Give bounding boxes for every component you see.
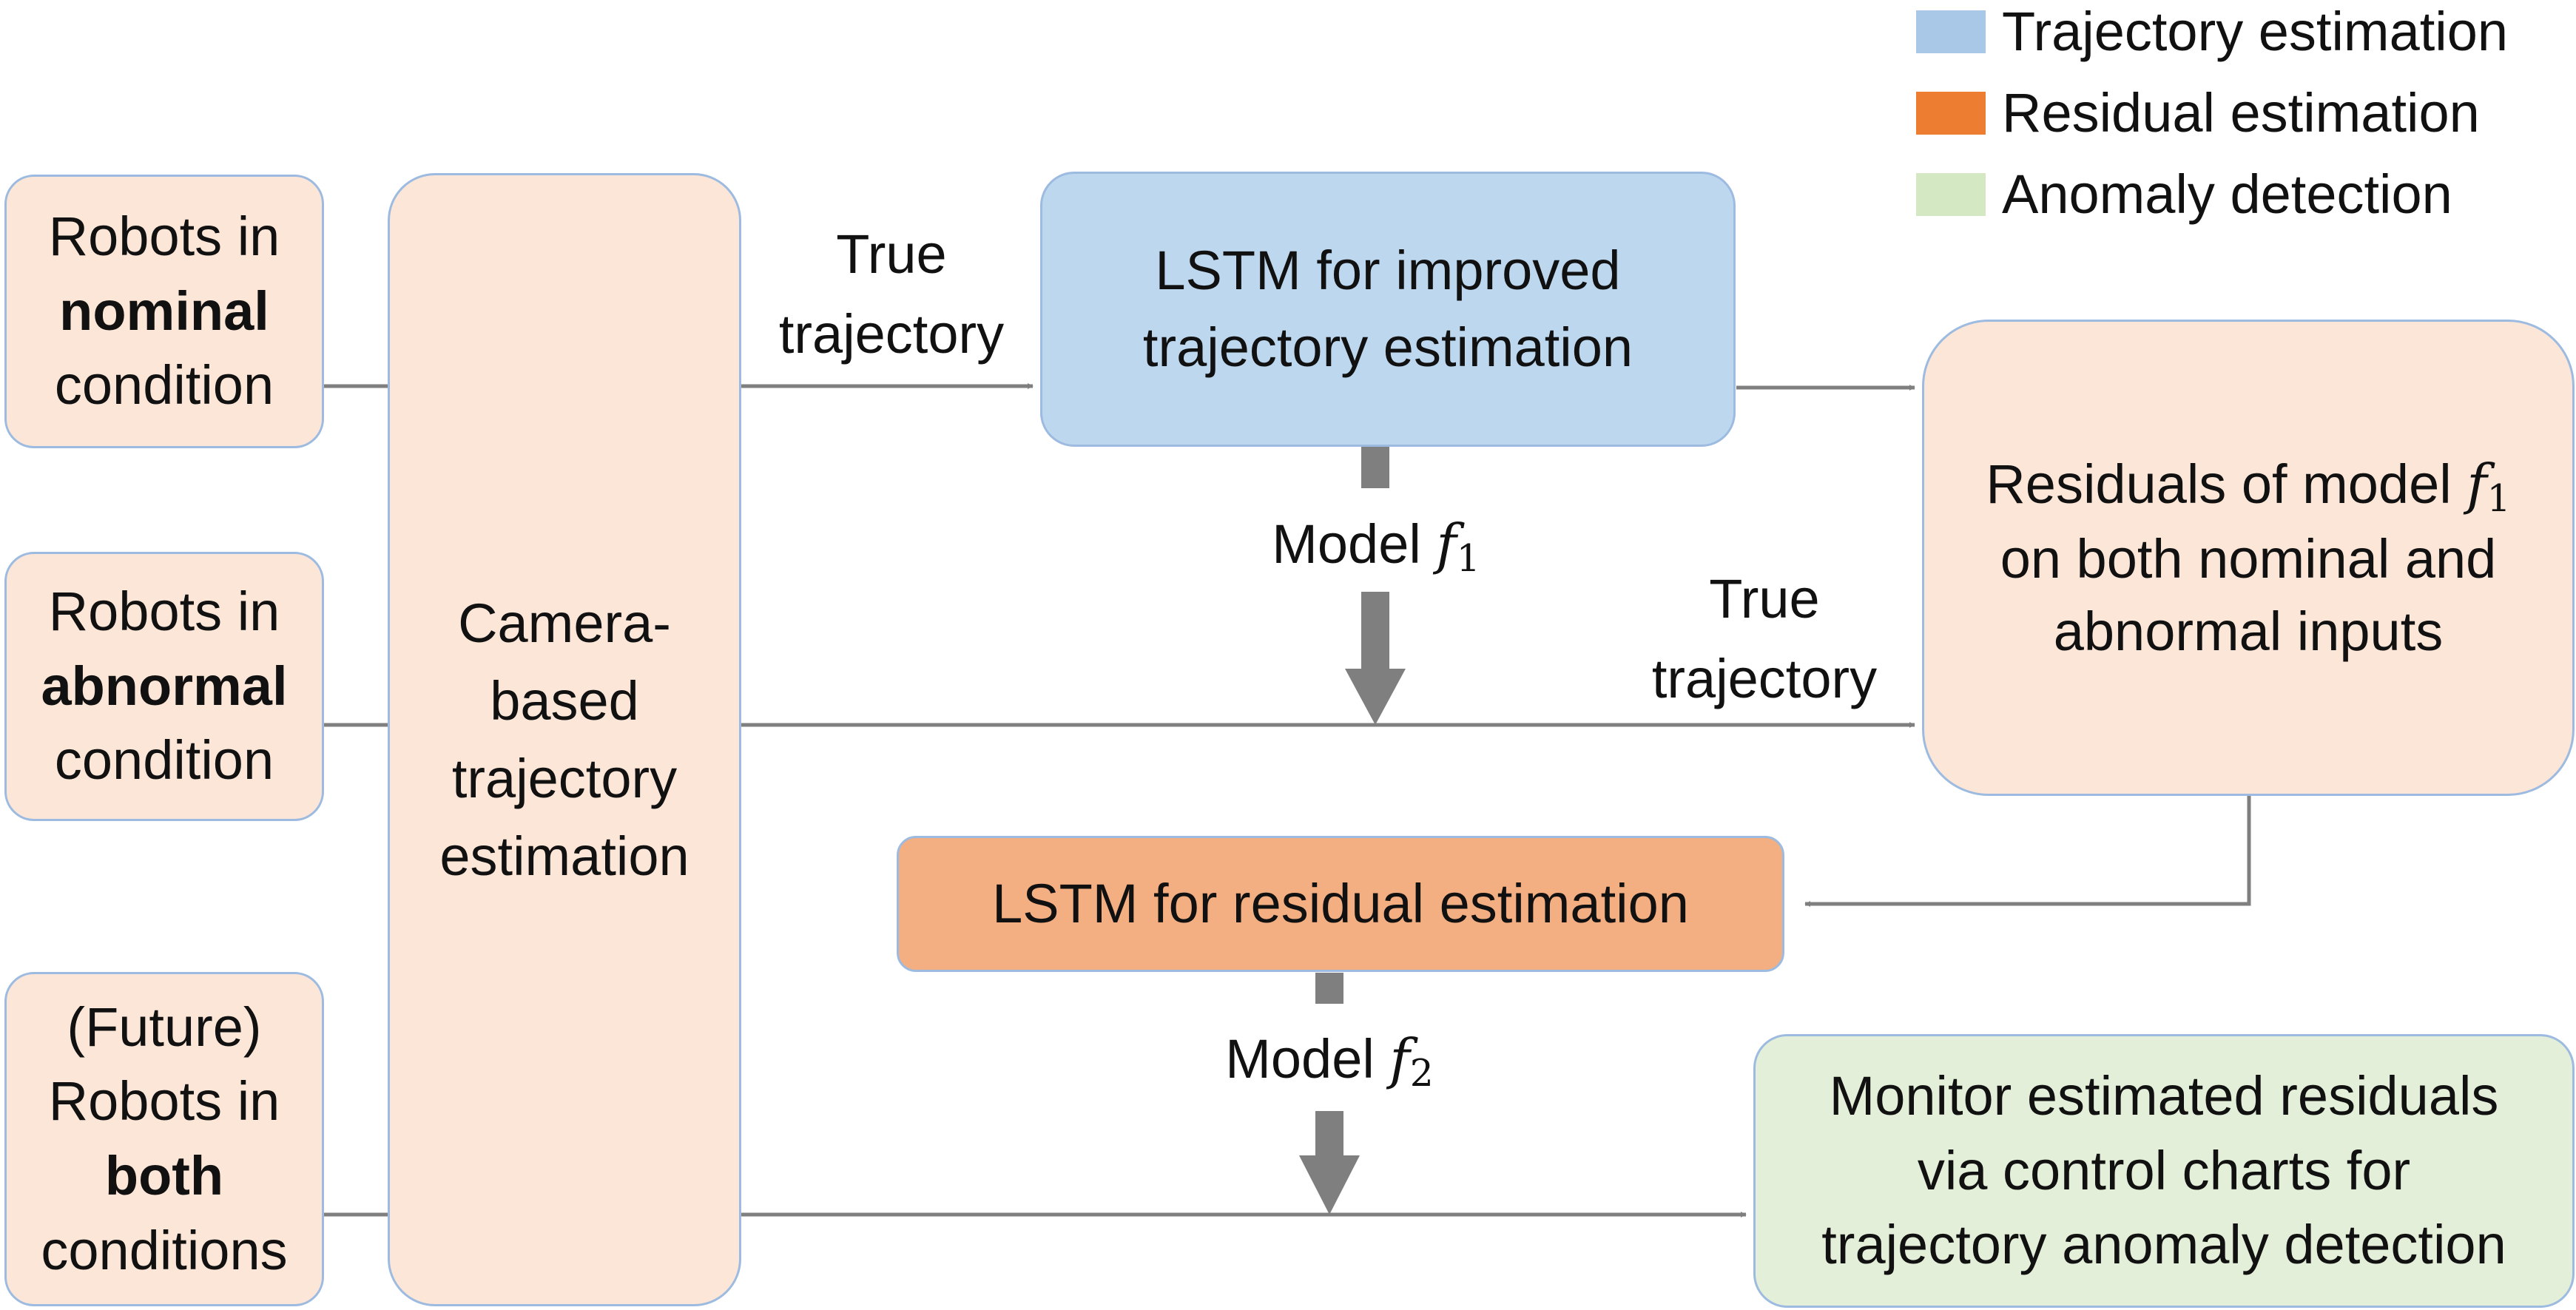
residuals-line1: Residuals of model f1 (1986, 448, 2510, 523)
residuals-model-symbol: f1 (2467, 452, 2510, 520)
legend-item-anomaly: Anomaly detection (1916, 163, 2452, 226)
monitor-line3: trajectory anomaly detection (1821, 1214, 2506, 1276)
arrow-line-residuals-lstm-residual (1804, 796, 2251, 907)
edge-label-model-f1: Model f1 (1228, 506, 1524, 585)
input-both-line1: (Future) (67, 996, 262, 1058)
model-f2-prefix: Model (1225, 1028, 1375, 1090)
model-f2-arrow-stem-bottom (1315, 1111, 1343, 1157)
input-nominal-box: Robots in nominal condition (4, 175, 324, 448)
camera-trajectory-box: Camera- based trajectory estimation (388, 173, 741, 1306)
input-both-bold-text: both (104, 1145, 224, 1206)
input-nominal-bold-text: nominal (59, 280, 269, 342)
true-trajectory-mid-line1: True (1709, 568, 1820, 629)
true-trajectory-top-line1: True (836, 223, 947, 285)
model-f2-arrow-head (1299, 1155, 1360, 1215)
camera-line3: trajectory (451, 748, 678, 809)
residuals-line3: abnormal inputs (2053, 600, 2444, 662)
input-nominal-bold: nominal (59, 274, 269, 349)
input-abnormal-line3: condition (54, 729, 274, 791)
model-f1-prefix: Model (1272, 513, 1421, 575)
legend-item-trajectory: Trajectory estimation (1916, 0, 2508, 63)
model-f1-arrow-head (1345, 669, 1406, 725)
input-both-box: (Future) Robots in both conditions (4, 972, 324, 1306)
camera-line4: estimation (439, 825, 689, 888)
residuals-model-f: f (2467, 452, 2487, 516)
model-f2-f: f (1389, 1027, 1410, 1091)
residuals-line1-text: Residuals of model (1986, 453, 2452, 515)
input-both-bold: both (105, 1139, 223, 1214)
residuals-model-subscript: 1 (2486, 476, 2511, 520)
legend-label-anomaly: Anomaly detection (2002, 163, 2452, 225)
true-trajectory-top-line2: trajectory (778, 303, 1005, 365)
lstm-residual-box: LSTM for residual estimation (897, 836, 1784, 972)
legend-swatch-trajectory (1916, 10, 1986, 53)
model-f1-arrow-stem-bottom (1361, 592, 1389, 670)
legend-swatch-residual (1916, 91, 1986, 135)
camera-line2: based (490, 669, 639, 732)
input-abnormal-line1: Robots in (48, 581, 280, 643)
model-f1-subscript: 1 (1456, 536, 1480, 581)
input-nominal-line3: condition (54, 354, 274, 416)
legend-item-residual: Residual estimation (1916, 81, 2480, 144)
model-f1-arrow-stem-top (1361, 444, 1389, 488)
monitor-line1: Monitor estimated residuals (1829, 1065, 2499, 1127)
edge-label-true-trajectory-mid: True trajectory (1635, 559, 1894, 719)
legend-swatch-anomaly (1916, 172, 1986, 216)
lstm-trajectory-line1: LSTM for improved (1155, 240, 1621, 302)
edge-label-model-f2: Model f2 (1181, 1021, 1477, 1100)
true-trajectory-mid-line2: trajectory (1651, 648, 1878, 710)
monitor-line2: via control charts for (1917, 1139, 2411, 1201)
input-both-line4: conditions (41, 1219, 288, 1281)
model-f2-subscript: 2 (1409, 1051, 1434, 1095)
input-both-line2: Robots in (48, 1070, 280, 1132)
model-f2-arrow-stem-top (1315, 973, 1343, 1004)
model-f1-f: f (1436, 513, 1457, 576)
input-nominal-line1: Robots in (48, 206, 280, 268)
arrow-residuals-to-lstm-residual (1805, 796, 2249, 904)
model-f1-symbol: f1 (1436, 513, 1480, 580)
model-f2-symbol: f2 (1389, 1027, 1433, 1095)
camera-line1: Camera- (458, 592, 671, 654)
edge-label-true-trajectory-top: True trajectory (762, 215, 1021, 374)
lstm-trajectory-box: LSTM for improved trajectory estimation (1040, 172, 1736, 447)
residuals-box: Residuals of model f1 on both nominal an… (1922, 320, 2575, 796)
input-abnormal-box: Robots in abnormal condition (4, 552, 324, 821)
legend-label-trajectory: Trajectory estimation (2002, 1, 2509, 62)
lstm-residual-label: LSTM for residual estimation (992, 872, 1689, 934)
input-abnormal-bold: abnormal (41, 649, 287, 724)
residuals-line2: on both nominal and (2000, 528, 2497, 590)
monitor-box: Monitor estimated residuals via control … (1753, 1034, 2575, 1308)
input-abnormal-bold-text: abnormal (41, 655, 288, 717)
lstm-trajectory-line2: trajectory estimation (1142, 317, 1633, 378)
legend-label-residual: Residual estimation (2002, 82, 2480, 144)
